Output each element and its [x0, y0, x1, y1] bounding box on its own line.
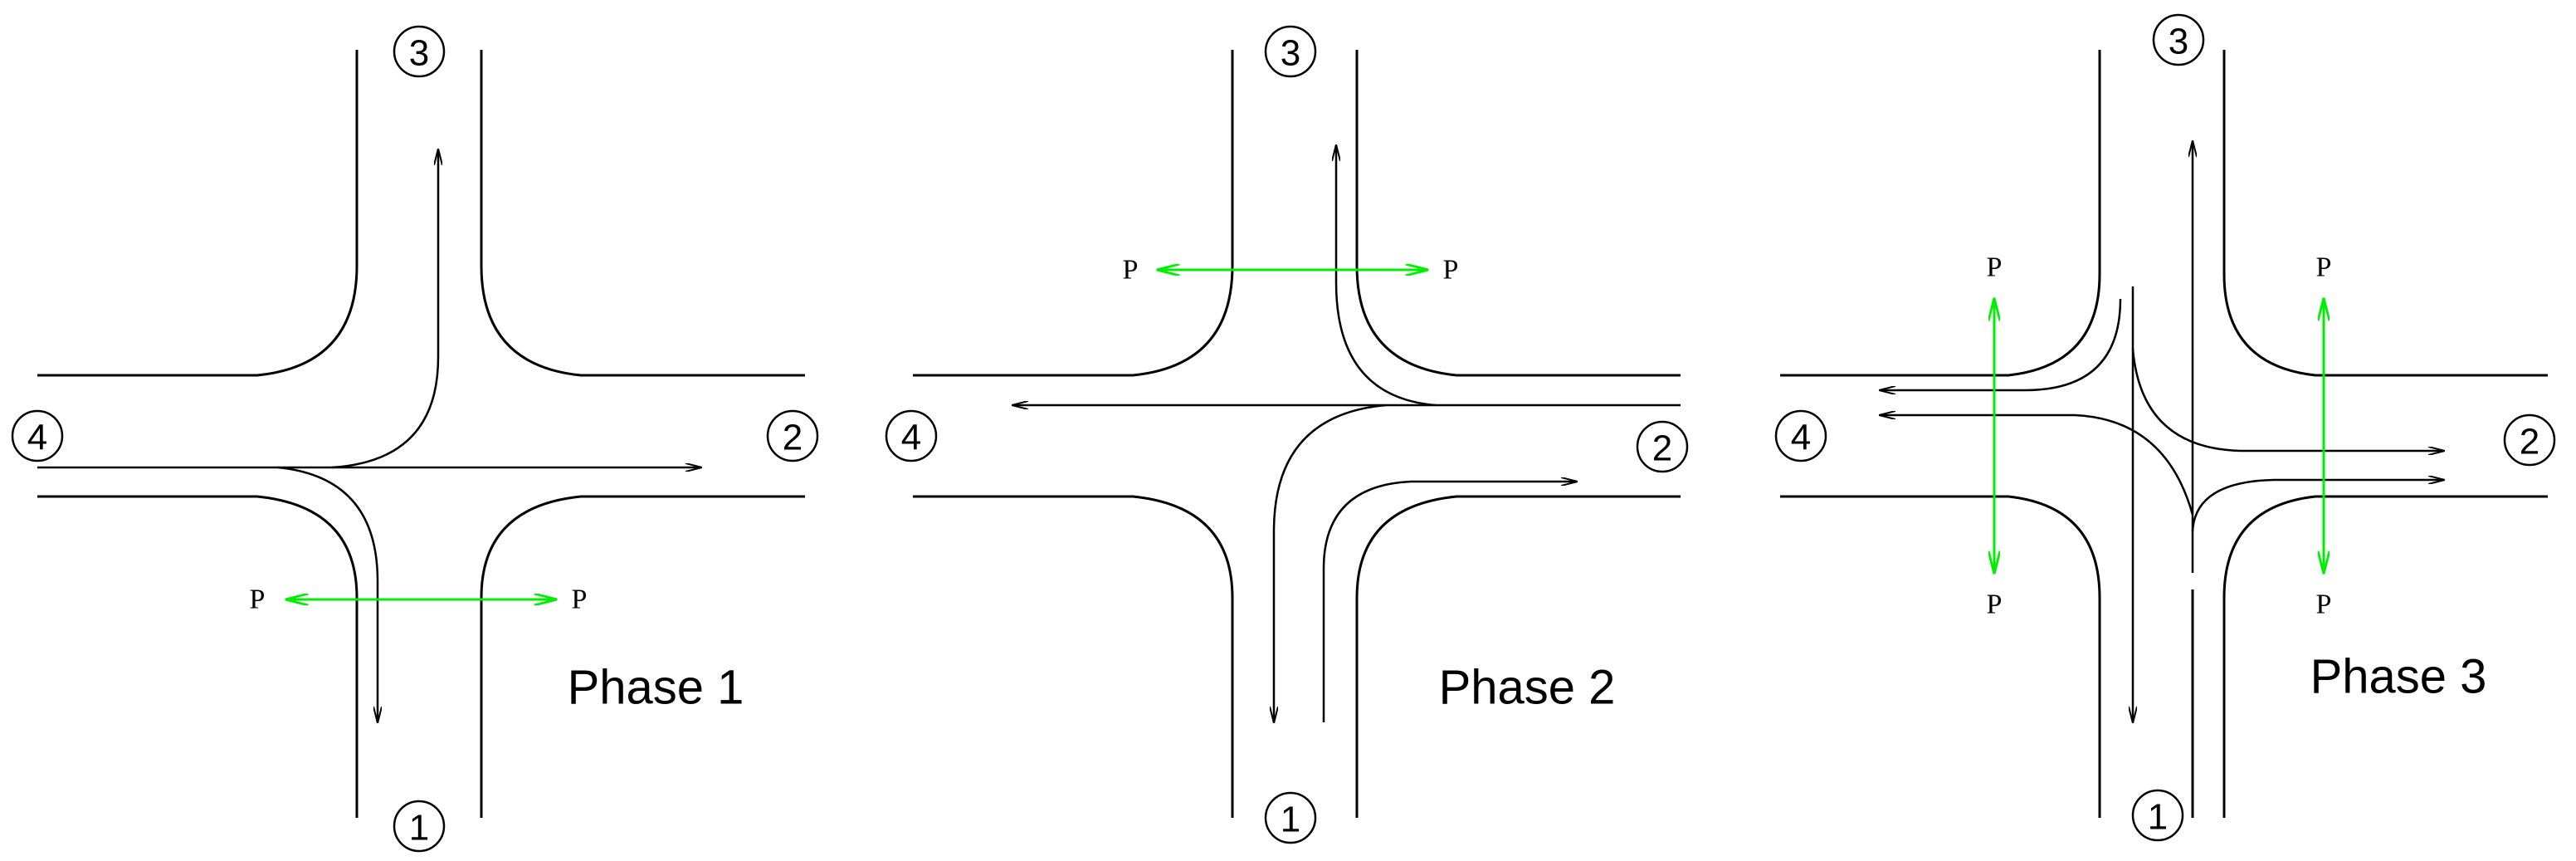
road-edge — [480, 50, 805, 377]
flow-east-to-south — [1274, 404, 1387, 722]
node-label: 2 — [1652, 428, 1672, 469]
road-edge — [37, 50, 359, 377]
phase-label: Phase 3 — [2310, 650, 2487, 704]
road-edge — [2222, 495, 2548, 818]
node-label: 4 — [901, 418, 921, 458]
pedestrian-label: P — [2316, 252, 2332, 283]
node-south: 1 — [1264, 791, 1317, 844]
flow-north-to-east — [2131, 348, 2444, 451]
node-north: 3 — [2152, 13, 2205, 66]
node-label: 3 — [409, 33, 429, 74]
phase-1-panel: P P 3 2 1 4 Phase 1 — [11, 25, 819, 853]
pedestrian-label: P — [2316, 589, 2332, 620]
node-north: 3 — [393, 25, 446, 78]
node-east: 2 — [2503, 413, 2556, 467]
road-edge — [913, 495, 1234, 818]
node-label: 2 — [783, 418, 803, 458]
road-edge — [2222, 50, 2548, 377]
road-edge — [1780, 50, 2101, 377]
phase-3-roads — [1780, 50, 2548, 818]
phase-1-roads — [37, 50, 805, 818]
road-edge — [1355, 495, 1681, 818]
pedestrian-label: P — [250, 585, 266, 615]
phase-2-roads — [913, 50, 1681, 818]
pedestrian-label: P — [572, 585, 588, 615]
pedestrian-label: P — [1987, 589, 2003, 620]
phase-label: Phase 2 — [1439, 661, 1616, 715]
node-label: 1 — [2148, 797, 2168, 838]
flow-east-to-north — [1336, 145, 1437, 407]
pedestrian-label: P — [1123, 255, 1139, 286]
pedestrian-label: P — [1987, 252, 2003, 283]
phase-2-flows — [1012, 145, 1681, 722]
flow-south-to-east — [2191, 480, 2444, 532]
road-edge — [1355, 50, 1681, 377]
node-north: 3 — [1264, 25, 1317, 78]
flow-south-to-west — [1880, 415, 2194, 516]
flow-west-to-north — [331, 149, 438, 469]
node-west: 4 — [1774, 409, 1827, 462]
node-south: 1 — [393, 800, 446, 853]
phase-3-flows — [1880, 141, 2444, 722]
flow-north-to-west — [1880, 298, 2122, 390]
node-label: 1 — [1281, 800, 1300, 840]
road-edge — [913, 50, 1234, 377]
node-label: 4 — [27, 418, 47, 458]
node-label: 3 — [2169, 22, 2188, 62]
node-west: 4 — [11, 409, 64, 462]
flow-west-to-south — [277, 466, 378, 722]
node-west: 4 — [885, 409, 938, 462]
node-label: 2 — [2520, 422, 2539, 462]
phase-3-panel: P P P P 3 2 1 4 Phase 3 — [1774, 13, 2556, 842]
node-label: 3 — [1281, 33, 1300, 74]
road-edge — [480, 495, 805, 818]
node-east: 2 — [766, 409, 819, 462]
node-south: 1 — [2131, 789, 2184, 842]
pedestrian-label: P — [1443, 255, 1459, 286]
node-label: 4 — [1791, 418, 1811, 458]
road-edge — [37, 495, 359, 818]
node-label: 1 — [409, 808, 429, 849]
node-east: 2 — [1636, 420, 1689, 473]
phase-2-panel: P P 3 2 1 4 Phase 2 — [885, 25, 1689, 844]
road-edge — [1780, 495, 2101, 818]
phase-label: Phase 1 — [568, 661, 744, 715]
flow-south-to-east — [1322, 482, 1577, 722]
phase-1-flows — [37, 149, 701, 722]
